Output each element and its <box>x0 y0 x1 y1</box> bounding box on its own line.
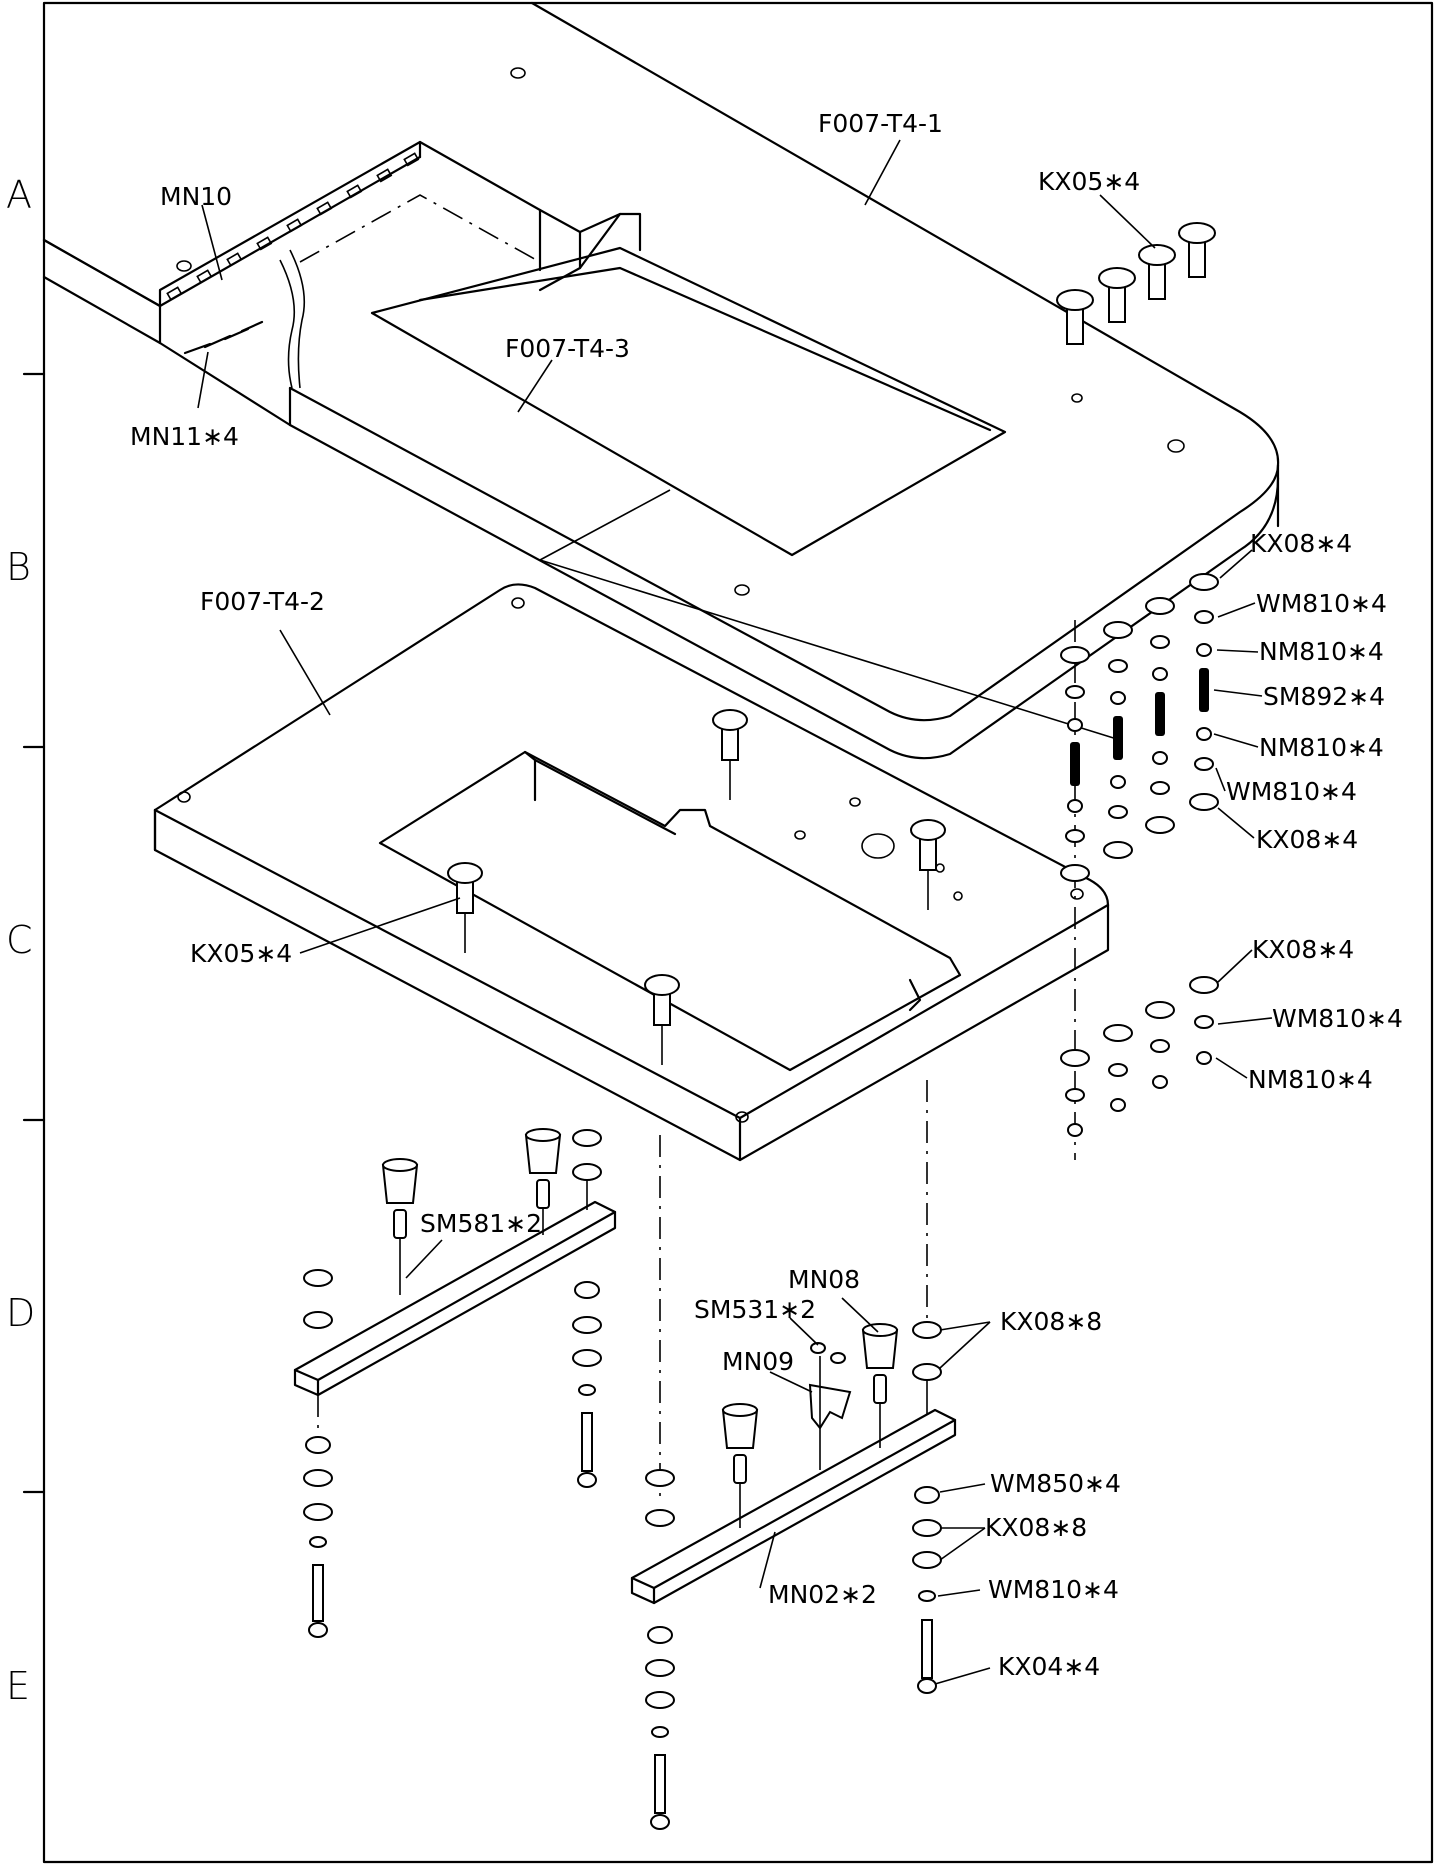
label-nm810-r2: NM810∗4 <box>1259 733 1384 762</box>
label-nm810-r1: NM810∗4 <box>1259 637 1384 666</box>
label-f007-t4-3: F007-T4-3 <box>505 334 630 363</box>
upper-table-top <box>42 1 1280 760</box>
zone-label-a: A <box>6 173 32 217</box>
zone-label-d: D <box>6 1291 35 1335</box>
label-mn02: MN02∗2 <box>768 1580 877 1609</box>
nails-mn11 <box>183 320 264 355</box>
label-sm581: SM581∗2 <box>420 1209 542 1238</box>
label-wm810-r2: WM810∗4 <box>1226 777 1357 806</box>
label-mn09: MN09 <box>722 1347 794 1376</box>
label-mn11: MN11∗4 <box>130 422 239 451</box>
zone-label-b: B <box>6 545 31 589</box>
label-kx08-r3: KX08∗4 <box>1252 935 1354 964</box>
label-kx08-r1: KX08∗4 <box>1250 529 1352 558</box>
zone-label-c: C <box>6 918 33 962</box>
pins-kx05-mid <box>447 709 946 1065</box>
label-wm810-r3: WM810∗4 <box>1272 1004 1403 1033</box>
drawing-frame: A B C D E <box>6 1 1434 1864</box>
label-mn10: MN10 <box>160 182 232 211</box>
left-bracket <box>293 1128 617 1638</box>
label-kx08-8b: KX08∗8 <box>985 1513 1087 1542</box>
label-wm810-r1: WM810∗4 <box>1256 589 1387 618</box>
lower-plate <box>153 583 1110 1162</box>
hardware-stack-right-upper <box>1060 573 1219 1160</box>
label-f007-t4-2: F007-T4-2 <box>200 587 325 616</box>
part-labels: F007-T4-1 MN10 KX05∗4 F007-T4-3 MN11∗4 K… <box>130 109 1403 1681</box>
label-kx05-mid: KX05∗4 <box>190 939 292 968</box>
label-f007-t4-1: F007-T4-1 <box>818 109 943 138</box>
zone-label-e: E <box>6 1664 30 1708</box>
label-wm810-bot: WM810∗4 <box>988 1575 1119 1604</box>
right-bracket <box>630 1080 957 1830</box>
leader-lines <box>197 139 1273 1685</box>
label-nm810-r3: NM810∗4 <box>1248 1065 1373 1094</box>
label-kx04: KX04∗4 <box>998 1652 1100 1681</box>
label-wm850: WM850∗4 <box>990 1469 1121 1498</box>
label-kx05-top: KX05∗4 <box>1038 167 1140 196</box>
label-sm892: SM892∗4 <box>1263 682 1385 711</box>
label-kx08-8a: KX08∗8 <box>1000 1307 1102 1336</box>
label-mn08: MN08 <box>788 1265 860 1294</box>
pins-kx05-top <box>1056 222 1216 345</box>
hardware-stack-right-lower <box>1060 976 1219 1137</box>
label-sm531: SM531∗2 <box>694 1295 816 1324</box>
label-kx08-r2: KX08∗4 <box>1256 825 1358 854</box>
